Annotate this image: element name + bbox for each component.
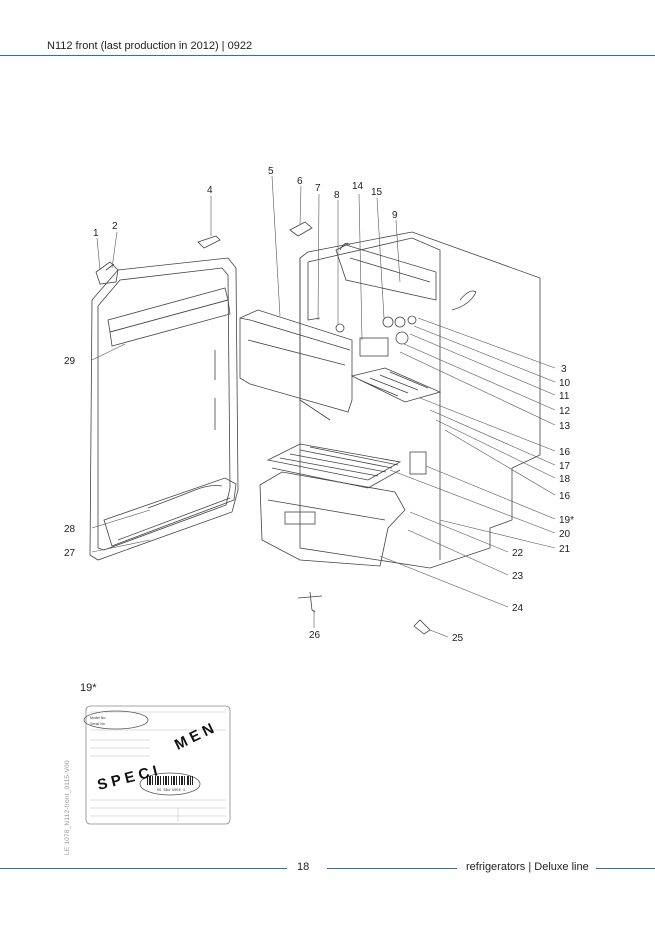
callout-10: 10 [559, 378, 571, 389]
footer-rule-left [0, 868, 287, 869]
part-26-drawing [297, 591, 323, 613]
footer-rule-right [596, 868, 655, 869]
callout-16b: 16 [559, 491, 571, 502]
specimen-label-inset: Model No. Serial No. 55 5B4 5050 1 M E N… [83, 705, 231, 825]
door-drawing [89, 235, 239, 561]
footer-section: refrigerators | Deluxe line [466, 861, 589, 873]
callout-29: 29 [64, 356, 76, 367]
callout-25: 25 [452, 633, 464, 644]
callout-5: 5 [268, 166, 274, 177]
model-no-label: Model No. [90, 716, 106, 720]
freezer-panel-drawing [239, 309, 353, 413]
callout-17: 17 [559, 461, 571, 472]
callout-8: 8 [334, 190, 340, 201]
page-number: 18 [297, 861, 310, 873]
cabinet-drawing [259, 231, 541, 569]
callout-27: 27 [64, 548, 76, 559]
callout-11: 11 [559, 391, 570, 402]
header-rule [0, 55, 655, 56]
callout-26: 26 [309, 630, 321, 641]
callout-14: 14 [352, 181, 364, 192]
callout-18: 18 [559, 474, 571, 485]
serial-no-label: Serial No. [90, 722, 106, 726]
callout-23: 23 [512, 571, 524, 582]
callout-24: 24 [512, 603, 524, 614]
drawing-code: LE 1078_N112-front_0115-V00 [64, 760, 71, 855]
barcode [147, 776, 193, 785]
callout-6: 6 [297, 176, 303, 187]
part-25-drawing [413, 619, 431, 635]
callout-9: 9 [392, 210, 398, 221]
callout-22: 22 [512, 548, 524, 559]
callout-15: 15 [371, 187, 383, 198]
callout-13: 13 [559, 421, 571, 432]
callout-16a: 16 [559, 447, 571, 458]
callout-1: 1 [93, 228, 99, 239]
barcode-number: 55 5B4 5050 1 [157, 789, 185, 793]
callout-7: 7 [315, 183, 321, 194]
callout-28: 28 [64, 524, 76, 535]
inset-label: 19* [80, 682, 97, 694]
page-header-title: N112 front (last production in 2012) | 0… [47, 40, 253, 52]
callout-3: 3 [561, 364, 567, 375]
callout-19: 19* [559, 515, 574, 526]
callout-2: 2 [112, 221, 118, 232]
footer-rule-middle [327, 868, 457, 869]
part-6-drawing [289, 221, 313, 237]
callout-21: 21 [559, 544, 571, 555]
callout-4: 4 [207, 185, 213, 196]
callout-12: 12 [559, 406, 571, 417]
callout-20: 20 [559, 529, 571, 540]
